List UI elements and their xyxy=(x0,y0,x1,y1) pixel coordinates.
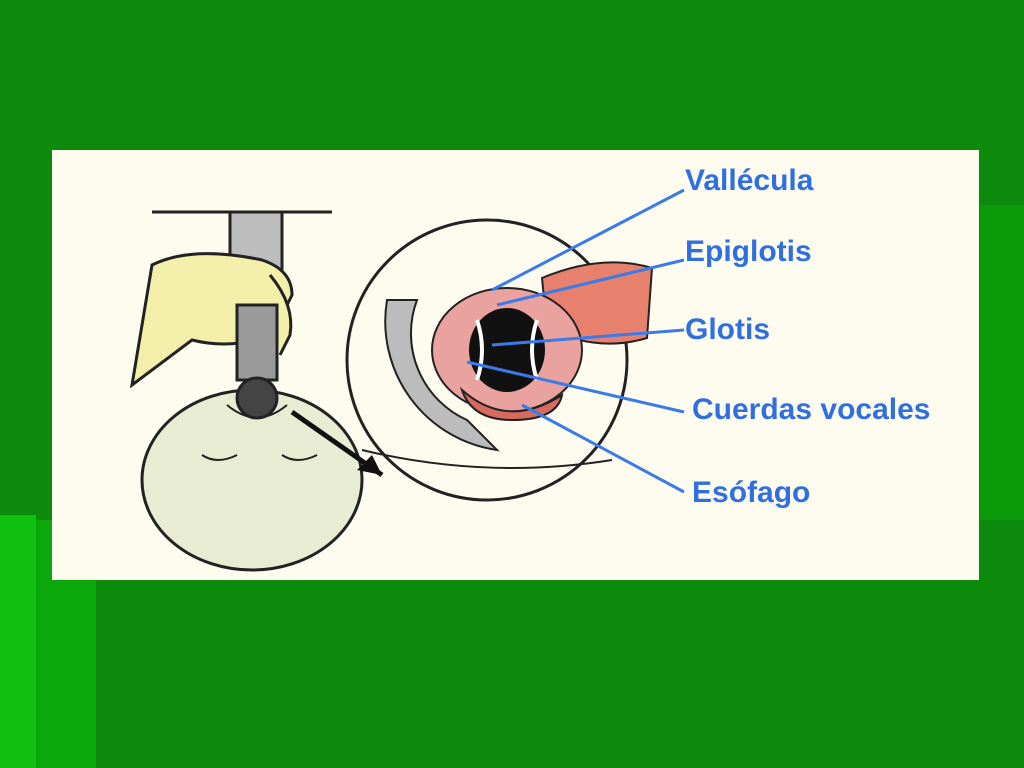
patient-eye-left xyxy=(201,454,238,461)
label-epiglotis: Epiglotis xyxy=(685,235,812,268)
pointer-esofago xyxy=(521,403,685,494)
operator-thumb xyxy=(268,274,293,356)
vocal-cord-left xyxy=(475,319,484,381)
pointer-glotis xyxy=(491,328,685,347)
laryngoscope-blade xyxy=(235,303,279,382)
laryngoscopy-illustration xyxy=(129,188,685,572)
glottis-dark xyxy=(469,308,545,392)
label-cuerdas-vocales: Cuerdas vocales xyxy=(692,393,931,426)
pointer-cuerdas xyxy=(466,360,685,414)
diagram-panel: Vallécula Epiglotis Glotis Cuerdas vocal… xyxy=(52,150,979,580)
blade-curve xyxy=(384,299,500,452)
background-band-right xyxy=(980,205,1024,520)
magnify-arrow-head xyxy=(357,455,382,475)
background-band-left xyxy=(0,515,36,768)
pointer-epiglotis xyxy=(496,258,685,307)
patient-eye-right xyxy=(281,454,318,461)
pointer-vallecula xyxy=(491,188,685,292)
label-glotis: Glotis xyxy=(685,313,771,346)
label-esofago: Esófago xyxy=(692,476,811,509)
vocal-cord-right xyxy=(530,319,539,381)
patient-mouth xyxy=(235,376,279,420)
label-vallecula: Vallécula xyxy=(685,164,814,197)
trachea-line xyxy=(361,449,613,469)
